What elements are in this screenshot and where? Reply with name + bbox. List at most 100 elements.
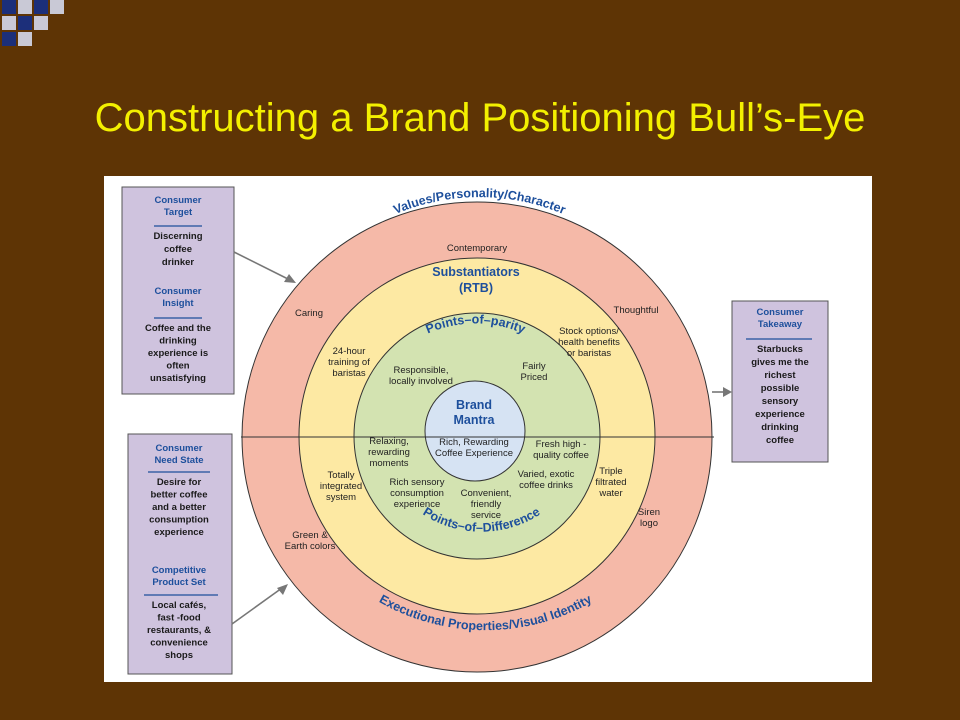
takeaway-heading-line: Consumer	[757, 307, 804, 318]
core-circle	[424, 380, 526, 482]
brand-mantra-title-line: Mantra	[454, 413, 496, 427]
label-fresh-line: quality coffee	[533, 450, 589, 461]
label-contemporary: Contemporary	[447, 243, 507, 254]
brand-mantra-body-line: Coffee Experience	[435, 448, 513, 459]
takeaway-body: Starbucks gives me the richest possible sens…	[751, 344, 809, 446]
takeaway-body-line: richest	[764, 370, 796, 381]
label-totally-line: integrated	[320, 481, 362, 492]
brand-mantra-title-line: Brand	[456, 398, 492, 412]
product-set-body-line: Local cafés,	[152, 600, 206, 611]
label-relaxing-line: moments	[369, 458, 408, 469]
need-state-heading-line: Consumer	[156, 443, 203, 454]
label-varied-line: Varied, exotic	[518, 469, 575, 480]
consumer-insight-body-line: unsatisfying	[150, 373, 206, 384]
label-fairly-line: Priced	[521, 372, 548, 383]
label-green: Green &Earth colors	[285, 530, 336, 552]
label-siren-line: Siren	[638, 507, 660, 518]
middle-ring-title-line: Substantiators	[432, 265, 520, 279]
product-set-heading-line: Product Set	[152, 577, 206, 588]
arrow-right	[712, 387, 732, 397]
label-stock-line: health benefits	[558, 337, 620, 348]
need-state-body-line: better coffee	[150, 490, 207, 501]
label-rich-sensory-line: consumption	[390, 488, 444, 499]
label-triple-line: water	[598, 488, 622, 499]
label-convenient-line: Convenient,	[461, 488, 512, 499]
need-state-body-line: experience	[154, 527, 204, 538]
brand-mantra-body-line: Rich, Rewarding	[439, 437, 509, 448]
label-responsible-line: locally involved	[389, 376, 453, 387]
consumer-insight-heading-line: Consumer	[155, 286, 202, 297]
label-green-line: Earth colors	[285, 541, 336, 552]
label-training-line: 24-hour	[333, 346, 366, 357]
label-siren-line: logo	[640, 518, 658, 529]
label-responsible: Responsible,locally involved	[389, 365, 453, 387]
label-triple-line: Triple	[599, 466, 622, 477]
label-totally-line: system	[326, 492, 356, 503]
takeaway-body-line: Starbucks	[757, 344, 803, 355]
consumer-insight-body-line: Coffee and the	[145, 323, 211, 334]
label-convenient-line: service	[471, 510, 501, 521]
slide-title: Constructing a Brand Positioning Bull’s-…	[94, 96, 866, 140]
label-responsible-line: Responsible,	[394, 365, 449, 376]
consumer-insight-body-line: drinking	[159, 336, 197, 347]
takeaway-body-line: possible	[761, 383, 800, 394]
consumer-insight-body-line: experience is	[148, 348, 208, 359]
product-set-body-line: restaurants, &	[147, 625, 211, 636]
need-state-body-line: Desire for	[157, 477, 202, 488]
label-thoughtful-line: Thoughtful	[614, 305, 659, 316]
label-relaxing-line: rewarding	[368, 447, 410, 458]
consumer-target-body-line: Discerning	[153, 231, 202, 242]
label-stock-line: or baristas	[567, 348, 612, 359]
consumer-insight-heading-line: Insight	[162, 298, 194, 309]
consumer-target-body-line: coffee	[164, 244, 192, 255]
need-state-heading-line: Need State	[154, 455, 203, 466]
label-caring: Caring	[295, 308, 323, 319]
need-state-body-line: consumption	[149, 515, 209, 526]
label-contemporary-line: Contemporary	[447, 243, 507, 254]
product-set-body-line: convenience	[150, 638, 208, 649]
bulls-eye-diagram: Values/Personality/Character Executional…	[104, 176, 872, 682]
takeaway-body-line: gives me the	[751, 357, 809, 368]
consumer-target-heading-line: Consumer	[155, 195, 202, 206]
takeaway-body-line: drinking	[761, 422, 799, 433]
middle-ring-title-line: (RTB)	[459, 281, 493, 295]
consumer-target-body-line: drinker	[162, 257, 195, 268]
label-relaxing-line: Relaxing,	[369, 436, 409, 447]
left-box-top	[121, 186, 235, 395]
consumer-target-heading-line: Target	[164, 207, 193, 218]
left-box-bottom	[127, 433, 233, 675]
label-rich-sensory-line: experience	[394, 499, 440, 510]
bulls-eye-svg: Values/Personality/Character Executional…	[121, 186, 829, 675]
arrow-left-top	[233, 251, 296, 283]
takeaway-heading-line: Takeaway	[758, 319, 803, 330]
label-stock-line: Stock options/	[559, 326, 619, 337]
label-totally-line: Totally	[328, 470, 355, 481]
label-green-line: Green &	[292, 530, 328, 541]
product-set-body-line: shops	[165, 650, 193, 661]
middle-ring-title: Substantiators (RTB)	[432, 265, 520, 295]
corner-decoration	[0, 0, 80, 60]
label-fresh-line: Fresh high -	[536, 439, 587, 450]
label-convenient-line: friendly	[471, 499, 502, 510]
takeaway-body-line: sensory	[762, 396, 799, 407]
label-triple-line: filtrated	[595, 477, 626, 488]
